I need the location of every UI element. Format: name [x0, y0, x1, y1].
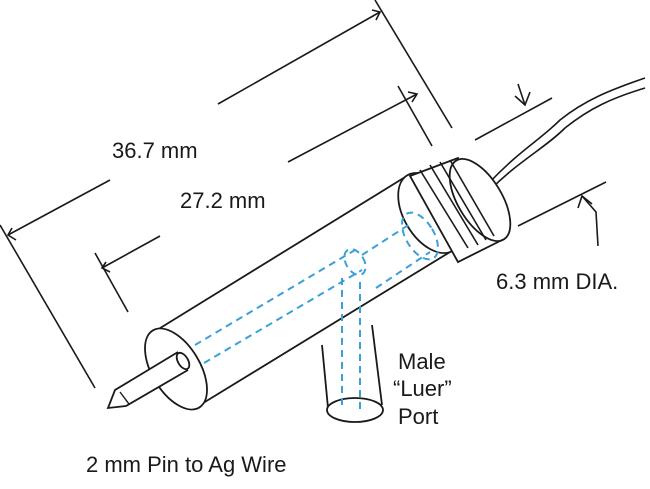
pin: [106, 351, 191, 410]
lead-wire-inner: [489, 87, 646, 191]
port-label-line1: Male: [398, 349, 446, 374]
lead-wire: [487, 77, 646, 185]
port-label-line2: “Luer”: [393, 376, 452, 401]
knurled-cap: [408, 156, 512, 264]
diameter-dimension: [474, 83, 607, 247]
luer-port: [321, 324, 384, 423]
body-length-dimension: [94, 85, 433, 313]
diameter-label: 6.3 mm DIA.: [496, 269, 618, 294]
internal-channel: [194, 211, 439, 410]
overall-length-dimension: [0, 0, 453, 389]
overall-length-label: 36.7 mm: [112, 138, 198, 163]
port-label-line3: Port: [398, 404, 438, 429]
pin-caption: 2 mm Pin to Ag Wire: [86, 452, 287, 477]
body-length-label: 27.2 mm: [180, 188, 266, 213]
